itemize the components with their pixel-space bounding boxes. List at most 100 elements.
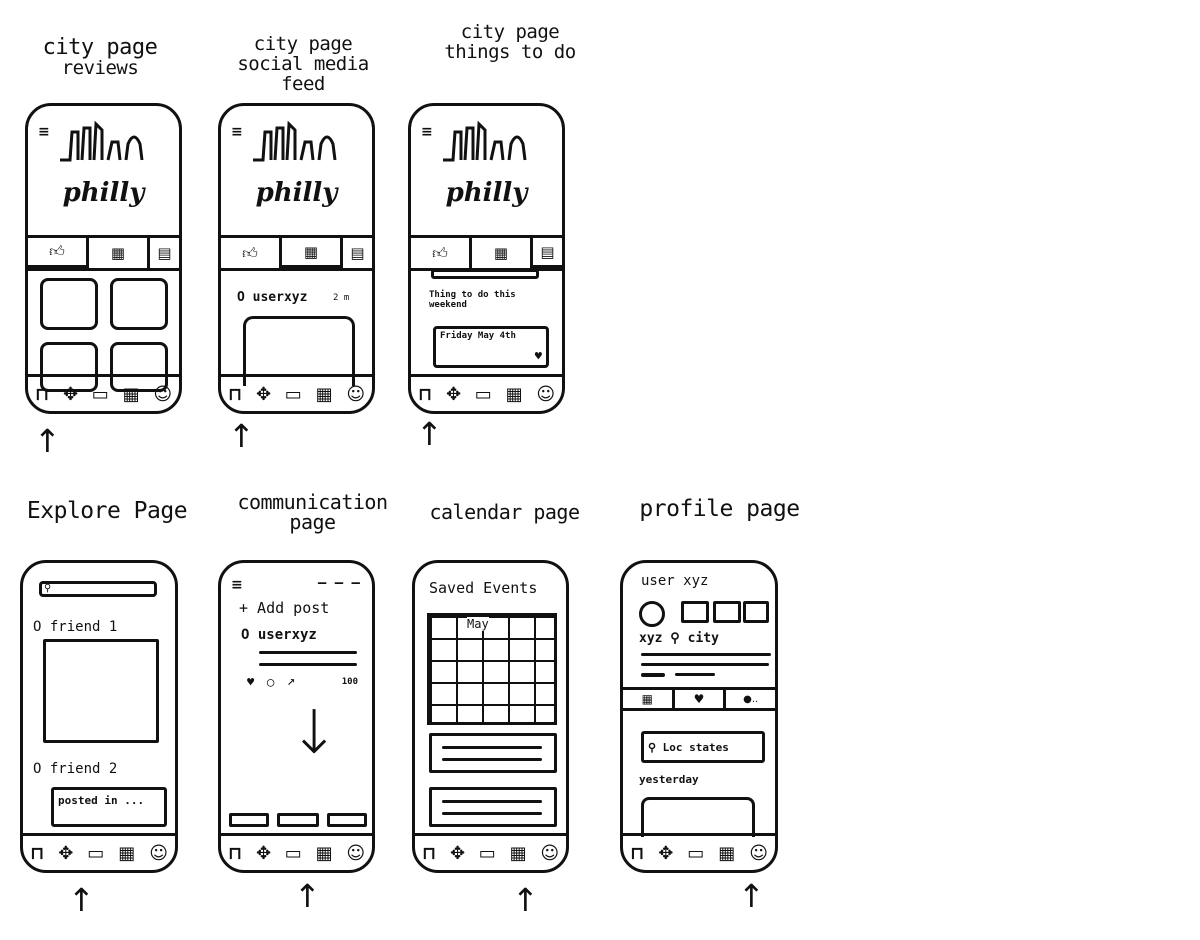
title-line: social media [237, 53, 369, 75]
post-user[interactable]: O userxyz [237, 290, 308, 305]
bottom-button[interactable] [229, 813, 269, 827]
explore-icon[interactable] [256, 843, 271, 864]
thumbs-up-icon: 👍︎ [49, 242, 65, 260]
menu-icon[interactable]: ≡ [421, 124, 433, 140]
explore-icon[interactable] [256, 384, 271, 405]
review-card[interactable] [40, 278, 98, 330]
friend-2[interactable]: O friend 2 [33, 761, 118, 777]
photo-thumb[interactable] [743, 601, 769, 623]
profile-icon[interactable] [536, 384, 555, 405]
tab-things[interactable]: ▤ [533, 238, 562, 268]
calendar-icon[interactable] [506, 384, 523, 405]
thumbs-up-icon: 👍︎ [242, 243, 258, 262]
arrow-up-icon: ↑ [738, 877, 765, 915]
city-icon[interactable] [630, 843, 644, 864]
search-bar[interactable] [431, 269, 539, 279]
bottom-button[interactable] [277, 813, 319, 827]
tab-social[interactable]: ▦ [472, 238, 533, 268]
calendar-icon: ▤ [350, 244, 365, 262]
photo-thumb[interactable] [681, 601, 709, 623]
calendar-icon[interactable] [718, 843, 735, 864]
friend-1[interactable]: O friend 1 [33, 619, 118, 635]
post-image[interactable] [243, 316, 355, 386]
title-calendar: calendar page [429, 500, 580, 524]
profile-icon[interactable] [346, 843, 365, 864]
media-icon: ▦ [303, 242, 319, 261]
calendar-icon[interactable] [316, 384, 333, 405]
chat-icon[interactable] [285, 384, 302, 405]
comment-icon[interactable]: ◯ [267, 675, 275, 689]
skyline-icon [60, 120, 144, 162]
title-things: city page things to do [420, 22, 600, 62]
chat-icon[interactable] [475, 384, 492, 405]
tab-things[interactable]: ▤ [150, 238, 179, 268]
menu-icon[interactable]: ≡ [231, 577, 243, 593]
explore-icon[interactable] [58, 843, 73, 864]
bottom-nav [23, 833, 175, 870]
city-icon[interactable] [30, 843, 44, 864]
event-card[interactable]: Friday May 4th ♥ [433, 326, 549, 368]
avatar[interactable] [639, 601, 665, 627]
profile-icon[interactable] [540, 843, 559, 864]
title-communication: communication page [225, 492, 400, 532]
city-icon[interactable] [228, 384, 242, 405]
profile-icon[interactable] [749, 843, 768, 864]
explore-icon[interactable] [658, 843, 673, 864]
city-icon[interactable] [35, 384, 49, 405]
calendar-icon[interactable] [123, 384, 140, 405]
chat-icon[interactable] [87, 843, 104, 864]
bio-line [641, 663, 769, 666]
chat-icon[interactable] [687, 843, 704, 864]
city-icon[interactable] [422, 843, 436, 864]
photo-thumb[interactable] [713, 601, 741, 623]
tab-calendar[interactable]: ▦ [623, 690, 675, 708]
tab-social[interactable]: ▦ [282, 238, 343, 268]
tab-reviews[interactable]: 👍︎ [411, 238, 472, 268]
chat-icon[interactable] [92, 384, 109, 405]
arrow-up-icon: ↑ [294, 877, 321, 915]
calendar-icon[interactable] [316, 843, 333, 864]
city-icon[interactable] [228, 843, 242, 864]
friend-2-post[interactable]: posted in ... [51, 787, 167, 827]
status-card[interactable]: ⚲ Loc states [641, 731, 765, 763]
calendar-icon[interactable] [118, 843, 135, 864]
explore-icon[interactable] [446, 384, 461, 405]
profile-icon[interactable] [346, 384, 365, 405]
search-icon: ⚲ [44, 583, 52, 594]
tab-reviews[interactable]: 👍︎ [28, 238, 89, 268]
saved-event-card[interactable] [429, 733, 557, 773]
tab-things[interactable]: ▤ [343, 238, 372, 268]
bottom-button[interactable] [327, 813, 367, 827]
tab-likes[interactable]: ♥ [675, 690, 727, 708]
text-line [259, 663, 357, 666]
city-icon[interactable] [418, 384, 432, 405]
heart-icon[interactable]: ♥ [534, 349, 542, 363]
city-logo: philly [62, 178, 145, 208]
calendar-icon[interactable] [510, 843, 527, 864]
saved-event-card[interactable] [429, 787, 557, 827]
phone-city-social: ≡ philly 👍︎ ▦ ▤ O userxyz 2 m [218, 103, 375, 414]
arrow-up-icon: ↑ [228, 417, 255, 455]
review-card[interactable] [110, 278, 168, 330]
add-post-button[interactable]: + Add post [239, 599, 330, 617]
calendar-grid[interactable] [427, 613, 557, 725]
explore-icon[interactable] [450, 843, 465, 864]
post-user[interactable]: O userxyz [241, 627, 317, 643]
search-input[interactable]: ⚲ [39, 581, 157, 597]
heart-icon[interactable]: ♥ [247, 675, 255, 689]
profile-icon[interactable] [153, 384, 172, 405]
share-icon[interactable]: ↗ [287, 673, 296, 689]
tab-reviews[interactable]: 👍︎ [221, 238, 282, 268]
bottom-nav [415, 833, 566, 870]
explore-icon[interactable] [63, 384, 78, 405]
friend-1-post[interactable] [43, 639, 159, 743]
bio-line [641, 653, 771, 656]
chat-icon[interactable] [285, 843, 302, 864]
post-card[interactable] [641, 797, 755, 837]
menu-icon[interactable]: ≡ [231, 124, 243, 140]
tab-more[interactable]: ●.. [726, 690, 775, 708]
menu-icon[interactable]: ≡ [38, 124, 50, 140]
profile-icon[interactable] [149, 843, 168, 864]
tab-social[interactable]: ▦ [89, 238, 150, 268]
chat-icon[interactable] [479, 843, 496, 864]
